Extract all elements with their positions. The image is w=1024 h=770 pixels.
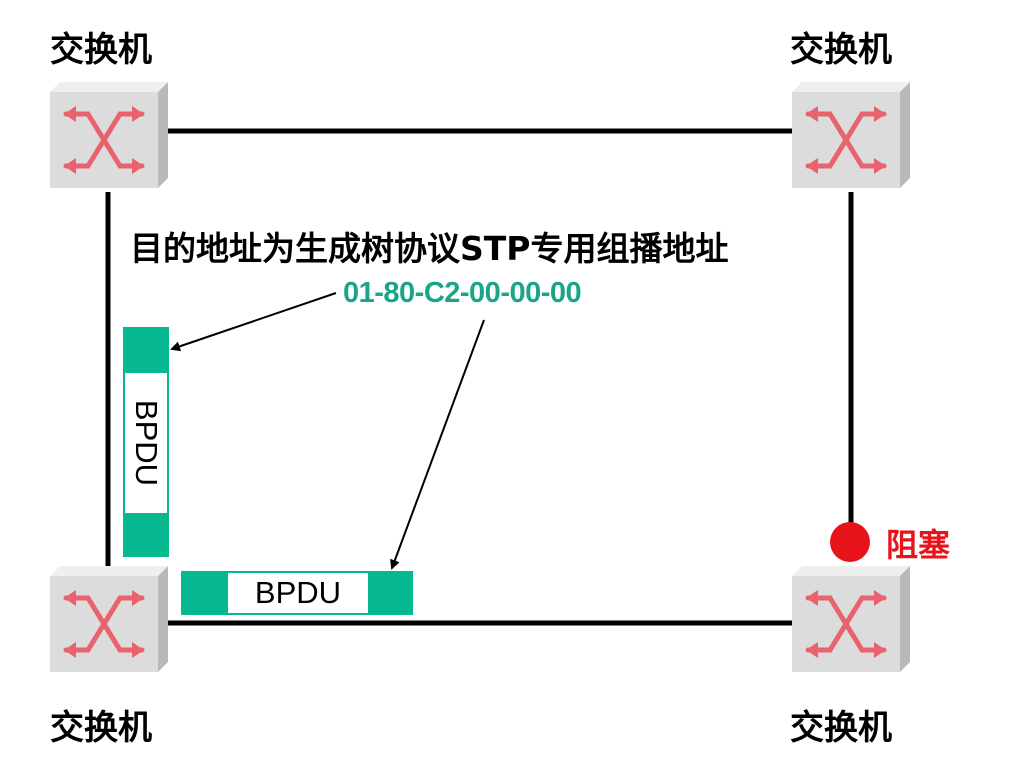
blocked-port-dot — [830, 522, 870, 562]
arrow-to-horizontal-frame — [390, 319, 485, 570]
switch-icon-bottom-right — [792, 566, 910, 672]
bpdu-frame-vertical — [123, 327, 169, 557]
switch-icon-top-right — [792, 82, 910, 188]
multicast-address: 01-80-C2-00-00-00 — [343, 277, 582, 309]
bpdu-frame-horizontal — [181, 571, 413, 615]
switch-label-bottom-right: 交换机 — [790, 708, 892, 748]
blocked-label: 阻塞 — [886, 526, 951, 564]
bpdu-label-vertical: BPDU — [129, 399, 165, 487]
switch-icon-top-left — [50, 82, 168, 188]
bpdu-label-vertical-wrap: BPDU — [124, 373, 168, 513]
switch-label-top-right: 交换机 — [790, 30, 892, 70]
arrow-to-vertical-frame — [170, 292, 337, 352]
bpdu-label-horizontal: BPDU — [254, 575, 342, 610]
diagram-caption: 目的地址为生成树协议STP专用组播地址 — [130, 229, 729, 268]
switch-label-top-left: 交换机 — [50, 30, 152, 70]
switch-label-bottom-left: 交换机 — [50, 708, 152, 748]
switch-icon-bottom-left — [50, 566, 168, 672]
